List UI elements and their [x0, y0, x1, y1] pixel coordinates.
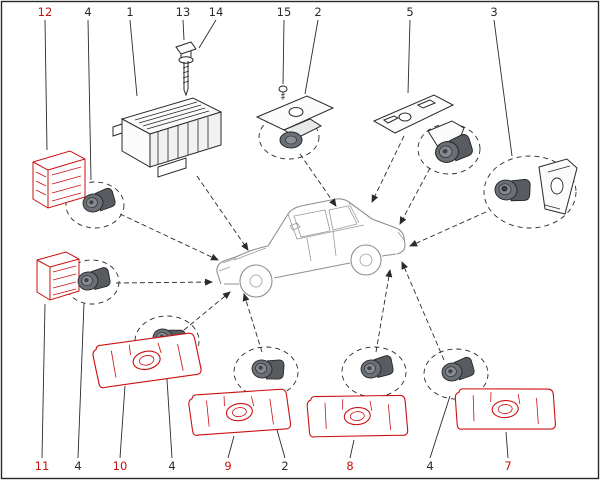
placement-arrows	[115, 135, 487, 361]
part-13-14-bolt-clip-icon	[175, 41, 197, 97]
focus-ellipses	[64, 114, 577, 400]
part-8-plate-icon	[305, 388, 409, 444]
part-11-side-bracket-icon	[36, 251, 80, 301]
callout-4c: 4	[168, 459, 175, 473]
part-12-side-bracket-icon	[32, 150, 86, 209]
callouts-bottom: 11 4 10 4 9 2 8 4 7	[35, 459, 512, 473]
callout-7: 7	[504, 459, 511, 473]
callout-13: 13	[176, 5, 191, 19]
leader-lines	[41, 19, 513, 459]
callout-5: 5	[406, 5, 413, 19]
callouts-top: 12 4 1 13 14 15 2 5 3	[38, 5, 498, 19]
car-illustration	[216, 198, 406, 298]
part-2-front-sensor-unit-icon	[255, 95, 335, 149]
callout-11: 11	[35, 459, 50, 473]
callout-2b: 2	[281, 459, 288, 473]
part-2-sensor-holder-icon	[427, 120, 475, 166]
callout-12: 12	[38, 5, 53, 19]
callout-8: 8	[346, 459, 353, 473]
part-15-screw-icon	[278, 85, 288, 100]
part-3-sensor-bracket-icon	[493, 158, 578, 215]
callout-15: 15	[277, 5, 292, 19]
callout-4a: 4	[84, 5, 91, 19]
part-1-control-module-icon	[112, 97, 223, 178]
callout-1: 1	[126, 5, 133, 19]
callout-10: 10	[113, 459, 128, 473]
callout-9: 9	[224, 459, 231, 473]
part-7-plate-icon	[454, 381, 557, 437]
part-5-bracket-icon	[372, 94, 455, 134]
callout-3: 3	[490, 5, 497, 19]
callout-4b: 4	[74, 459, 81, 473]
callout-4d: 4	[426, 459, 433, 473]
callout-14: 14	[209, 5, 224, 19]
callout-2a: 2	[314, 5, 321, 19]
